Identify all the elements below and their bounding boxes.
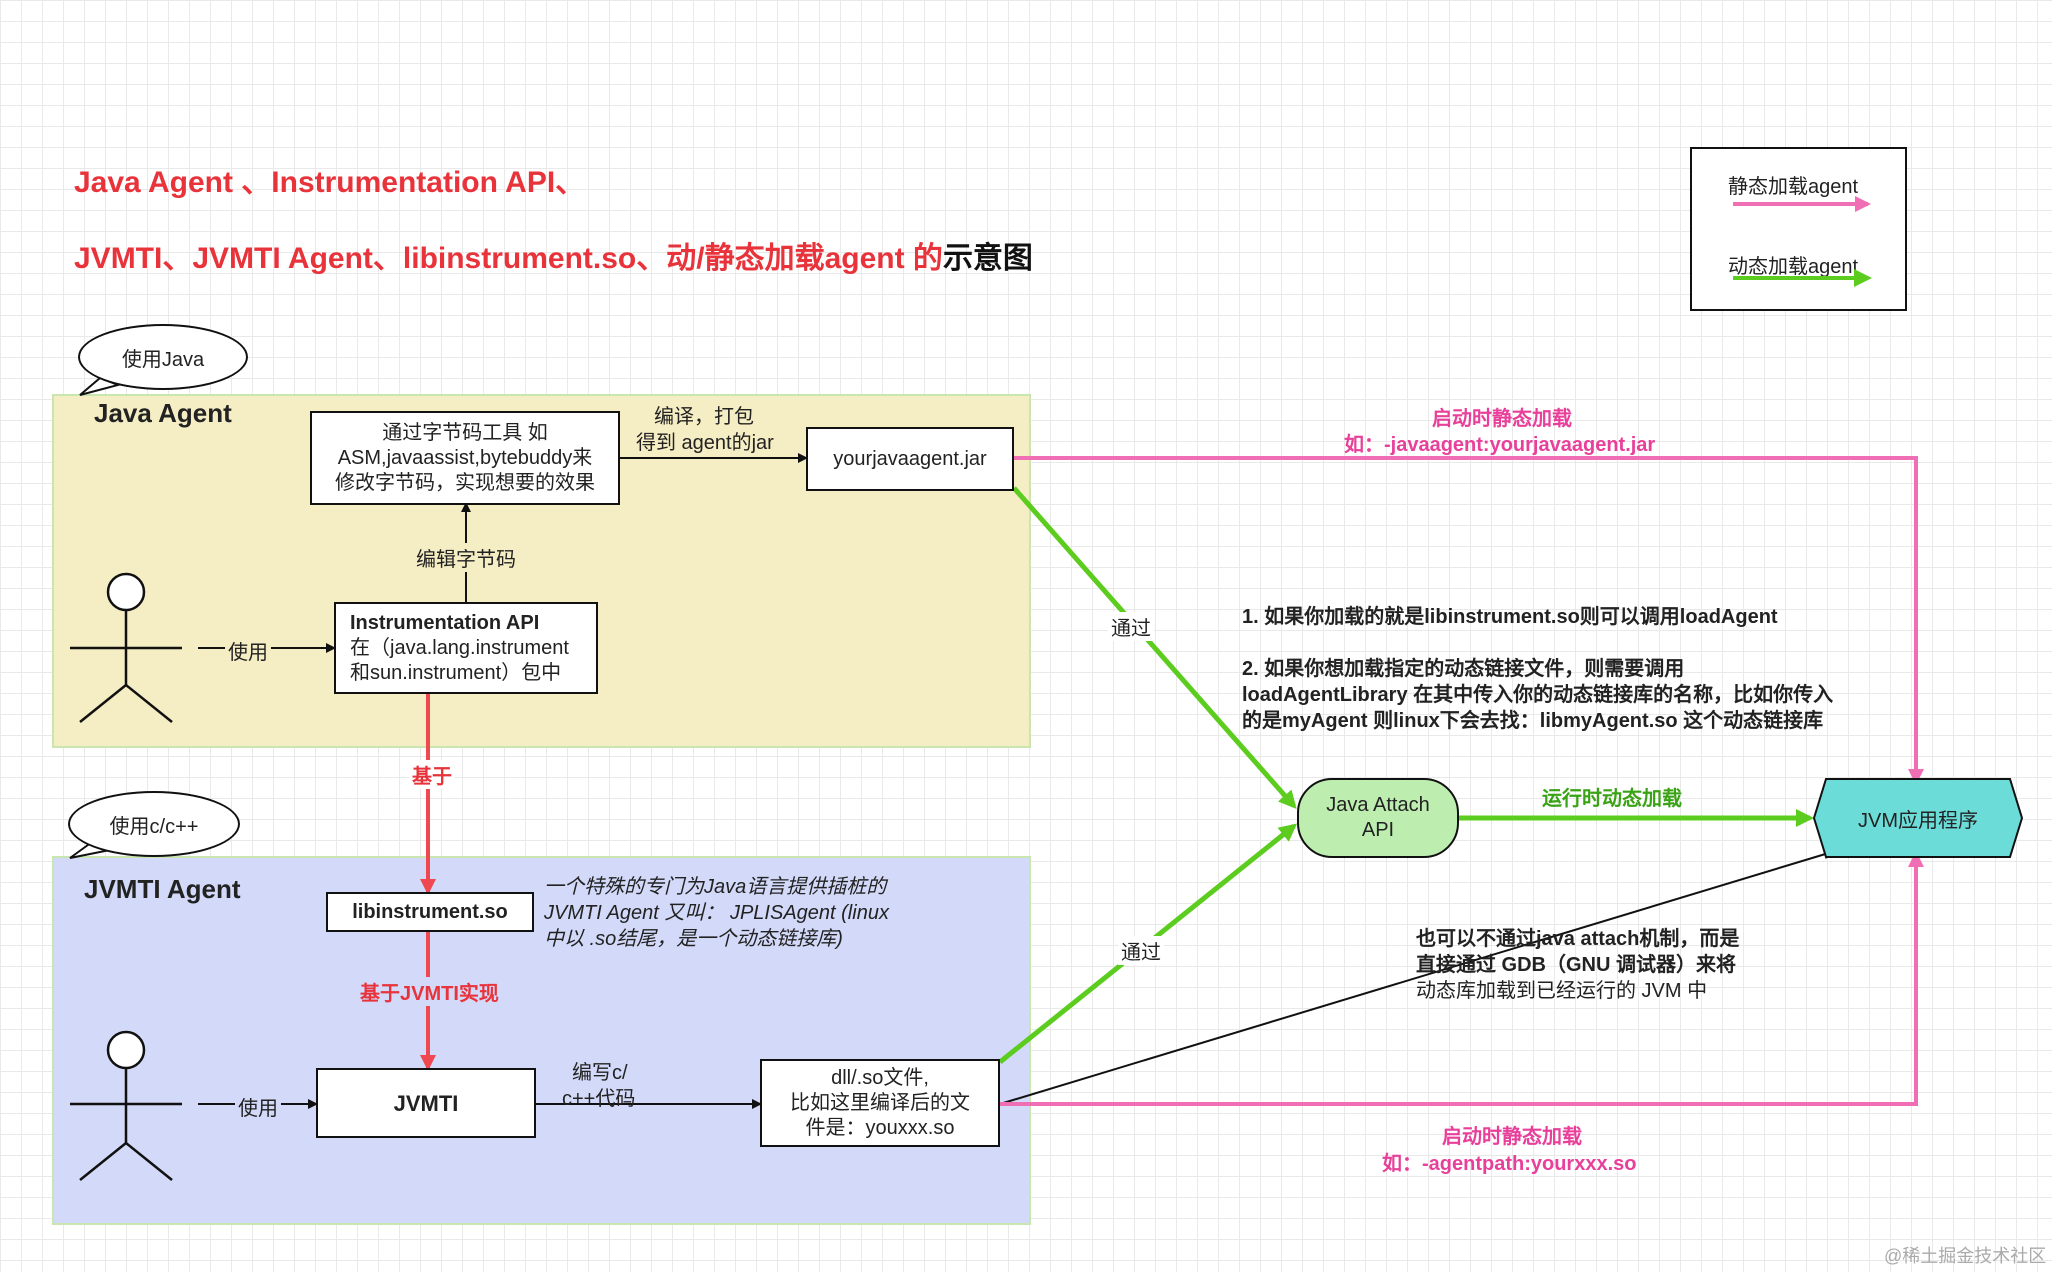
- instrumentation-api-line1: 在（java.lang.instrument: [350, 636, 569, 659]
- edge-label-based-on-jvmti: 基于JVMTI实现: [357, 977, 502, 1006]
- bubble-use-java: 使用Java: [78, 324, 248, 390]
- instrumentation-api-box: Instrumentation API 在（java.lang.instrume…: [334, 602, 598, 694]
- edge-label-startup-static-bottom-2: 如：-agentpath:yourxxx.so: [1382, 1153, 1637, 1175]
- diagram-title-red: JVMTI、JVMTI Agent、libinstrument.so、动/静态加…: [74, 242, 943, 275]
- edge-label-runtime-dynamic: 运行时动态加载: [1542, 788, 1682, 810]
- edge-gdb: [999, 849, 1834, 1105]
- edge-jar-to-attach: [1012, 486, 1297, 810]
- diagram-title-line2: JVMTI、JVMTI Agent、libinstrument.so、动/静态加…: [74, 233, 1033, 277]
- legend-static-label: 静态加载agent: [1728, 176, 1859, 198]
- dll-so-line2: 比如这里编译后的文: [790, 1091, 970, 1114]
- libinstrument-desc-3: 中以 .so结尾，是一个动态链接库): [544, 928, 843, 950]
- edge-label-compile-line1: 编译，打包: [654, 406, 754, 428]
- attach-note-4: 的是myAgent 则linux下会去找：libmyAgent.so 这个动态链…: [1242, 710, 1824, 732]
- edge-label-write-cpp-line1: 编写c/: [572, 1062, 628, 1084]
- gdb-note: 也可以不通过java attach机制，而是 直接通过 GDB（GNU 调试器）…: [1416, 926, 1739, 1004]
- jvm-app-shape: [1812, 778, 2024, 858]
- edge-label-write-cpp-line2: c++代码: [562, 1088, 636, 1110]
- edge-label-via-bottom: 通过: [1118, 936, 1164, 965]
- edge-label-edit-bytecode: 编辑字节码: [413, 543, 519, 572]
- bytecode-tool-line3: 修改字节码，实现想要的效果: [335, 471, 595, 494]
- java-attach-api-line1: Java Attach: [1326, 794, 1430, 816]
- attach-note-2: 2. 如果你想加载指定的动态链接文件，则需要调用: [1242, 658, 1685, 680]
- edge-label-startup-static-top-2: 如：-javaagent:yourjavaagent.jar: [1344, 434, 1656, 456]
- libinstrument-desc-1: 一个特殊的专门为Java语言提供插桩的: [544, 876, 887, 898]
- bytecode-tool-line1: 通过字节码工具 如: [382, 421, 548, 444]
- java-agent-zone-label: Java Agent: [94, 398, 232, 428]
- java-attach-api-box: Java Attach API: [1298, 779, 1458, 857]
- instrumentation-api-line2: 和sun.instrument）包中: [350, 661, 562, 684]
- libinstrument-desc-2: JVMTI Agent 又叫： JPLISAgent (linux: [544, 902, 889, 924]
- watermark: @稀土掘金技术社区: [1884, 1246, 2047, 1266]
- edge-label-use-2: 使用: [235, 1092, 281, 1121]
- edge-label-startup-static-top-1: 启动时静态加载: [1432, 408, 1572, 430]
- libinstrument-box: libinstrument.so: [326, 892, 534, 932]
- legend-dynamic-label: 动态加载agent: [1728, 256, 1859, 278]
- bubble-use-cpp: 使用c/c++: [68, 791, 240, 857]
- edge-startup-static-top: [1014, 456, 1924, 785]
- instrumentation-api-title: Instrumentation API: [350, 611, 540, 634]
- edge-label-use-1: 使用: [225, 636, 271, 665]
- java-attach-api-shape: [1297, 778, 1459, 858]
- actor-1-figure: [70, 572, 182, 723]
- gdb-note-3: 动态库加载到已经运行的 JVM 中: [1416, 980, 1708, 1002]
- attach-notes: 1. 如果你加载的就是libinstrument.so则可以调用loadAgen…: [1242, 604, 1882, 734]
- dll-so-line3: 件是：youxxx.so: [805, 1116, 955, 1139]
- attach-note-1: 1. 如果你加载的就是libinstrument.so则可以调用loadAgen…: [1242, 606, 1778, 628]
- edge-label-compile-line2: 得到 agent的jar: [636, 432, 774, 454]
- gdb-note-1: 也可以不通过java attach机制，而是: [1416, 928, 1740, 950]
- edge-label-based-on: 基于: [409, 760, 455, 789]
- dll-so-box: dll/.so文件, 比如这里编译后的文 件是：youxxx.so: [760, 1059, 1000, 1147]
- bytecode-tool-box: 通过字节码工具 如 ASM,javaassist,bytebuddy来 修改字节…: [310, 411, 620, 505]
- actor-2-figure: [70, 1030, 182, 1181]
- jar-box: yourjavaagent.jar: [806, 427, 1014, 491]
- diagram-title-line1: Java Agent 、Instrumentation API、: [74, 166, 586, 199]
- java-attach-api-line2: API: [1361, 819, 1395, 841]
- jvmti-agent-zone-label: JVMTI Agent: [84, 874, 241, 904]
- edge-label-startup-static-bottom-1: 启动时静态加载: [1442, 1126, 1582, 1148]
- attach-note-gap: [1242, 630, 1882, 656]
- edge-label-via-top: 通过: [1108, 612, 1154, 641]
- gdb-note-2: 直接通过 GDB（GNU 调试器）来将: [1416, 954, 1736, 976]
- jvm-app-box: JVM应用程序: [1858, 809, 1978, 832]
- edge-startup-static-bottom: [1000, 851, 1924, 1106]
- dll-so-line1: dll/.so文件,: [831, 1066, 929, 1089]
- jvmti-agent-zone: [52, 856, 1031, 1225]
- jvmti-box: JVMTI: [316, 1068, 536, 1138]
- attach-note-3: loadAgentLibrary 在其中传入你的动态链接库的名称，比如你传入: [1242, 684, 1834, 706]
- libinstrument-description: 一个特殊的专门为Java语言提供插桩的 JVMTI Agent 又叫： JPLI…: [544, 874, 964, 952]
- diagram-title-black: 示意图: [942, 242, 1033, 275]
- bytecode-tool-line2: ASM,javaassist,bytebuddy来: [337, 446, 593, 469]
